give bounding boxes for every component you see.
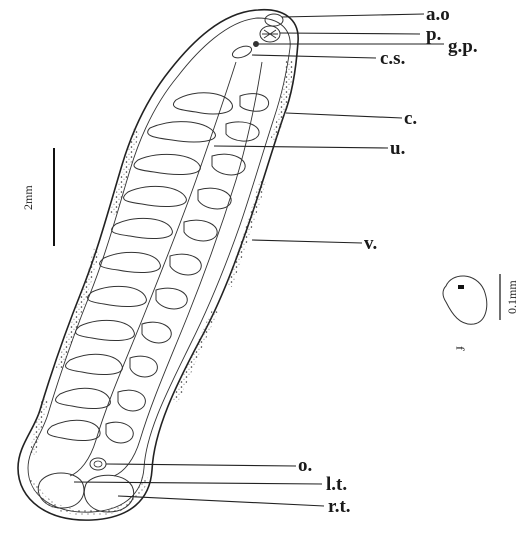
ovary bbox=[90, 458, 106, 470]
main-scale-bar: 2mm bbox=[21, 148, 54, 246]
egg bbox=[443, 276, 487, 324]
label-c: c. bbox=[404, 108, 417, 129]
label-gp: g.p. bbox=[448, 36, 478, 57]
main-scale-label: 2mm bbox=[21, 185, 35, 210]
egg-scale-label: 0.1mm bbox=[505, 280, 519, 314]
egg-label: ɟ bbox=[451, 346, 465, 351]
right-testis bbox=[84, 475, 133, 512]
label-ao: a.o bbox=[426, 4, 450, 25]
label-v: v. bbox=[364, 233, 377, 254]
oral-sucker bbox=[265, 14, 283, 26]
label-p: p. bbox=[426, 24, 441, 45]
cirrus-sac bbox=[231, 44, 253, 60]
left-testis bbox=[38, 473, 84, 508]
label-lt: l.t. bbox=[326, 474, 347, 495]
body-outline bbox=[18, 10, 298, 520]
label-u: u. bbox=[390, 138, 405, 159]
label-o: o. bbox=[298, 455, 312, 476]
genital-pore bbox=[253, 41, 259, 47]
leader-lines bbox=[74, 14, 444, 506]
labels: a.o p. g.p. c.s. c. u. v. o. l.t. r.t. bbox=[298, 4, 478, 517]
egg-figure: 0.1mm ɟ bbox=[443, 274, 519, 351]
label-cs: c.s. bbox=[380, 48, 405, 69]
label-rt: r.t. bbox=[328, 496, 351, 517]
